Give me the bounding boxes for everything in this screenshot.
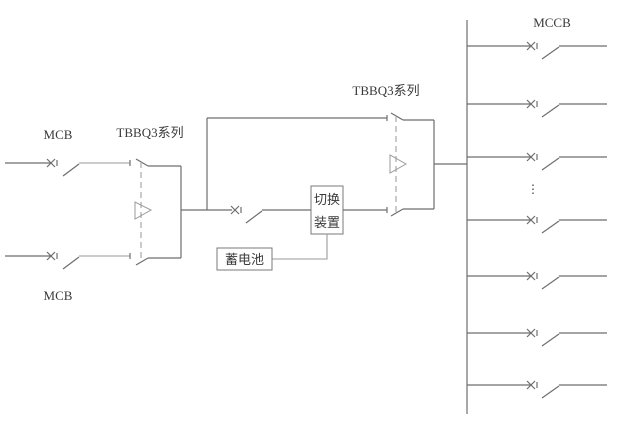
battery-connection-line [272,234,328,260]
battery-box [216,247,273,271]
mccb-feeder [467,215,607,234]
input-feeder-2 [5,251,131,270]
battery: 蓄电池 [216,247,273,271]
switching-device-box [310,185,344,235]
mccb-breaker-icon [526,99,560,118]
mccb-feeder [467,152,607,171]
mccb-breaker-icon [526,41,560,60]
mccb-breaker-icon [526,380,560,399]
more-feeders-ellipsis: ⋮ [527,182,539,196]
ats-1-label: TBBQ3系列 [116,125,183,140]
mccb-breaker-icon [526,328,560,347]
mccb-feeder [467,271,607,290]
mcb-bottom-label: MCB [44,288,73,303]
mcb-breaker-2-icon [46,251,80,270]
ats-1-actuator-triangle-icon [134,201,153,220]
ats-2-label: TBBQ3系列 [352,83,419,98]
switching-device-label-line1: 切换 [314,192,340,207]
outgoing-feeders [467,41,607,399]
battery-label: 蓄电池 [225,252,264,267]
mccb-breaker-icon [526,271,560,290]
mccb-feeder [467,328,607,347]
switching-device-label-line2: 装置 [314,215,340,230]
mcb-top-label: MCB [44,127,73,142]
mccb-feeder [467,99,607,118]
ats-1-switch-icon [134,158,182,266]
ats-2-actuator-triangle-icon [389,154,408,174]
switching-device: 切换 装置 [310,185,344,235]
mcb-breaker-1-icon [46,158,80,177]
ats-2-switch-icon [389,112,435,217]
mccb-feeder [467,41,607,60]
mccb-label: MCCB [533,15,571,30]
mccb-feeder [467,380,607,399]
battery-branch-breaker-icon [230,205,263,224]
mccb-breaker-icon [526,152,560,171]
mccb-breaker-icon [526,215,560,234]
input-feeder-1 [5,158,131,177]
